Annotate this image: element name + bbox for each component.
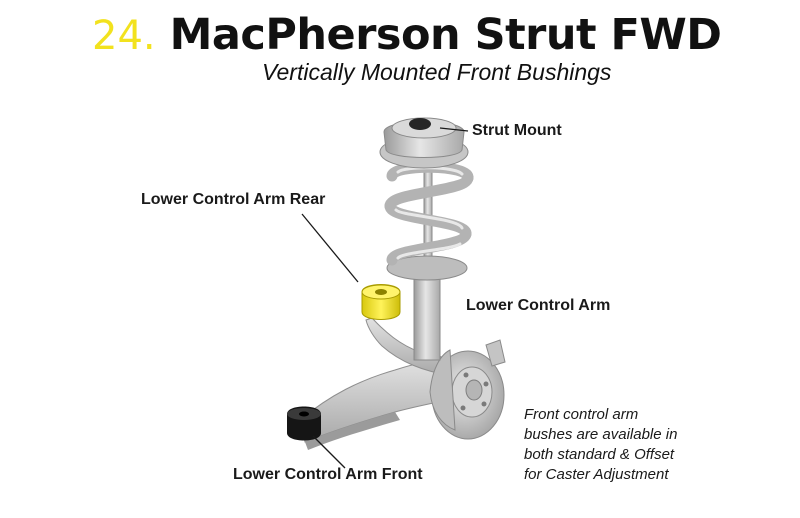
callout-lower-control-arm: Lower Control Arm — [466, 297, 611, 314]
callout-lower-control-arm-rear: Lower Control Arm Rear — [141, 191, 326, 208]
front-bushing-part — [287, 406, 321, 441]
note-line: bushes are available in — [524, 426, 678, 443]
note-line: for Caster Adjustment — [524, 466, 669, 483]
leader-lower-control-arm-rear — [301, 213, 359, 283]
brake-disc-part — [429, 339, 506, 440]
leader-strut-mount — [439, 127, 469, 132]
strut-part — [386, 139, 468, 361]
lower-control-arm-part — [299, 317, 471, 450]
note-line: Front control arm — [524, 406, 639, 423]
page-subtitle: Vertically Mounted Front Bushings — [262, 59, 612, 85]
rear-bushing-part — [361, 284, 401, 320]
caster-adjustment-note: Front control arm bushes are available i… — [524, 405, 677, 485]
leader-lower-control-arm-front — [312, 435, 346, 469]
strut-mount-part — [379, 117, 469, 169]
page-title: MacPherson Strut FWD — [169, 10, 722, 60]
note-line: both standard & Offset — [524, 446, 675, 463]
callout-strut-mount: Strut Mount — [472, 122, 562, 139]
title-number: 24. — [92, 13, 156, 59]
callout-lower-control-arm-front: Lower Control Arm Front — [233, 466, 423, 483]
title-row: 24. MacPherson Strut FWD — [92, 10, 722, 68]
